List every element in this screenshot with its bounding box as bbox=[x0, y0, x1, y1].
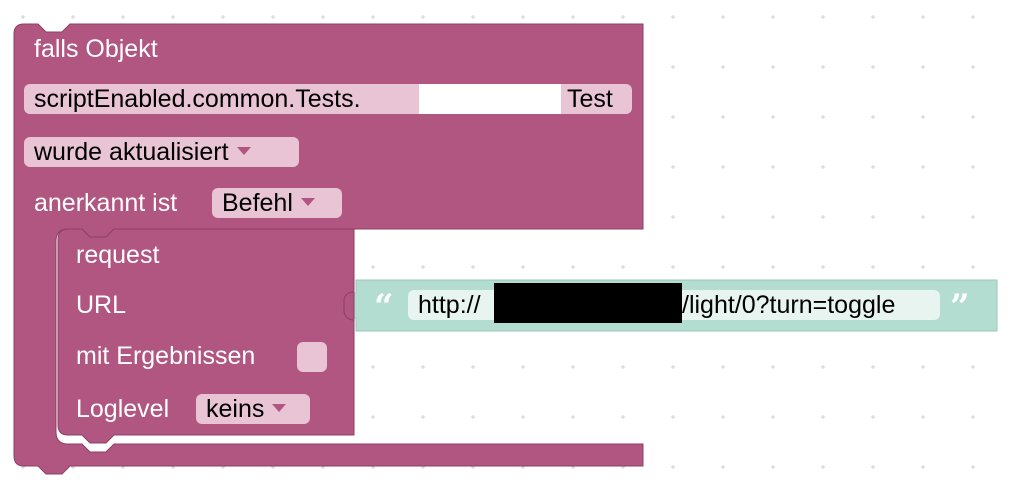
results-label: mit Ergebnissen bbox=[76, 342, 256, 370]
ack-dropdown[interactable]: Befehl bbox=[212, 188, 342, 218]
object-id-redaction bbox=[419, 84, 561, 114]
chevron-down-icon bbox=[236, 147, 251, 156]
event-dropdown-value: wurde aktualisiert bbox=[34, 138, 229, 166]
url-redaction bbox=[494, 283, 682, 323]
loglevel-label: Loglevel bbox=[76, 395, 170, 423]
object-id-text: scriptEnabled.common.Tests. bbox=[34, 85, 361, 113]
object-id-suffix: Test bbox=[567, 85, 613, 113]
request-label: request bbox=[76, 241, 160, 269]
close-quote-icon: ” bbox=[950, 287, 970, 327]
url-label: URL bbox=[76, 291, 127, 319]
open-quote-icon: “ bbox=[374, 287, 394, 327]
trigger-label: falls Objekt bbox=[34, 35, 158, 63]
chevron-down-icon bbox=[300, 198, 315, 207]
url-suffix-text: /light/0?turn=toggle bbox=[682, 291, 896, 319]
event-dropdown[interactable]: wurde aktualisiert bbox=[24, 137, 299, 167]
ack-label: anerkannt ist bbox=[34, 189, 178, 217]
chevron-down-icon bbox=[272, 404, 287, 413]
results-checkbox[interactable] bbox=[297, 342, 327, 372]
ack-dropdown-value: Befehl bbox=[222, 189, 293, 217]
loglevel-dropdown[interactable]: keins bbox=[196, 394, 310, 424]
loglevel-dropdown-value: keins bbox=[206, 395, 265, 423]
url-prefix-text: http:// bbox=[418, 291, 481, 319]
